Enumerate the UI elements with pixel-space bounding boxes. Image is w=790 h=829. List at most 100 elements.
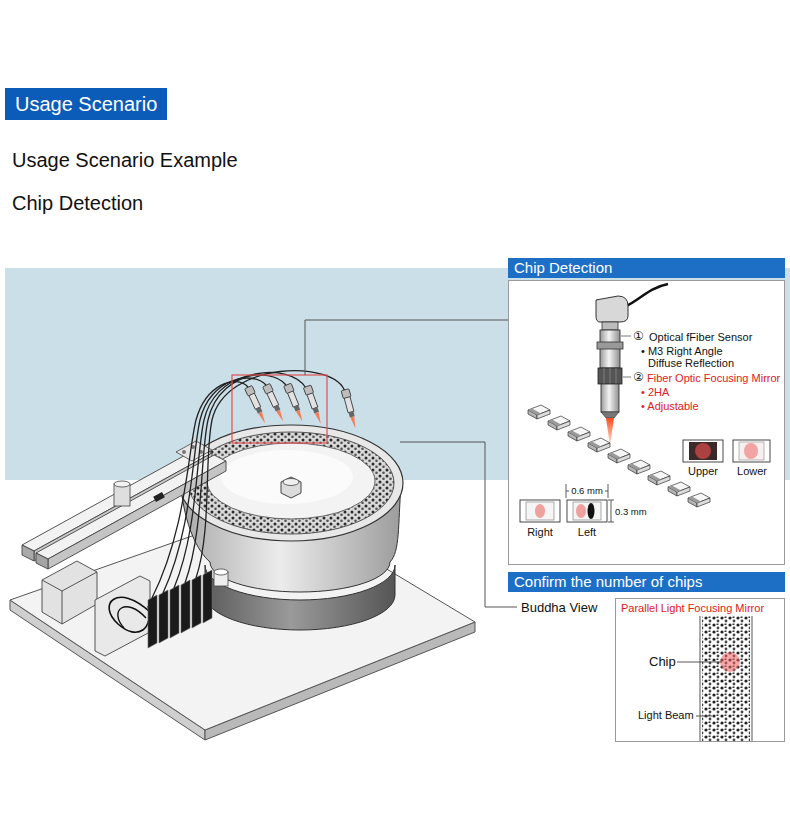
view-label: Right bbox=[510, 526, 570, 539]
callout-number: ① bbox=[633, 329, 644, 343]
spec-text: • 2HA bbox=[641, 386, 669, 399]
sensor-detail-part bbox=[616, 368, 617, 384]
panel-header: Confirm the number of chips bbox=[508, 572, 785, 592]
view-label: Lower bbox=[722, 465, 782, 478]
sensor-detail-part bbox=[623, 377, 631, 378]
fiber-sensor bbox=[245, 383, 360, 429]
panel-title: Chip Detection bbox=[508, 258, 785, 278]
fiber-sensor-part bbox=[341, 389, 359, 430]
chip-row-part bbox=[648, 471, 670, 485]
mirror-label: Parallel Light Focusing Mirror bbox=[621, 602, 764, 615]
highlight-frame bbox=[232, 375, 327, 443]
chip-view-part bbox=[576, 504, 586, 518]
parallel-beam-view-part bbox=[677, 662, 722, 663]
sensor-cable-part bbox=[174, 375, 286, 588]
dimension-line-part bbox=[608, 500, 614, 501]
chip-row-part bbox=[608, 449, 630, 463]
parallel-beam-view-part bbox=[702, 616, 750, 741]
part-label: Optical fFiber Sensor bbox=[649, 331, 752, 344]
chip-view-part bbox=[739, 442, 764, 460]
sensor-detail-part bbox=[601, 384, 619, 412]
panel-title: Confirm the number of chips bbox=[508, 572, 785, 592]
view-label: Left bbox=[557, 526, 617, 539]
section-title: Usage Scenario bbox=[15, 92, 157, 116]
bowl-feeder-part bbox=[207, 443, 375, 519]
part-label: Fiber Optic Focusing Mirror bbox=[647, 372, 780, 385]
linear-track-part bbox=[42, 561, 97, 624]
chip-view-part bbox=[535, 504, 545, 518]
sensor-detail-part bbox=[610, 368, 611, 384]
amplifier-unit-part bbox=[148, 595, 157, 648]
bowl-feeder-part bbox=[281, 477, 301, 498]
chip-view-part bbox=[744, 443, 758, 459]
dimension: 0.3 mm bbox=[615, 506, 647, 517]
chip-row-part bbox=[588, 438, 610, 452]
amplifier-unit-part bbox=[159, 590, 168, 643]
linear-track-part bbox=[42, 572, 97, 591]
section-header: Usage Scenario bbox=[5, 88, 167, 120]
leader-line-part bbox=[400, 442, 517, 607]
dimension-line-part bbox=[608, 522, 614, 523]
linear-track-part bbox=[62, 591, 63, 624]
linear-track-part bbox=[36, 553, 48, 569]
chip-view-part bbox=[520, 500, 560, 522]
bowl-feeder-part bbox=[221, 450, 353, 504]
bowl-feeder-part bbox=[179, 425, 403, 541]
sensor-detail-part bbox=[598, 368, 622, 384]
sensor-cable-part bbox=[163, 378, 266, 593]
fiber-sensor-part bbox=[303, 385, 324, 425]
detail-panel-part bbox=[615, 598, 785, 742]
highlight-frame-part bbox=[232, 375, 327, 443]
chip-row-part bbox=[528, 405, 550, 419]
part-label: Light Beam bbox=[637, 709, 695, 722]
chip-row-part bbox=[688, 493, 710, 507]
parallel-beam-view-part bbox=[700, 616, 701, 741]
detail-panel-part bbox=[509, 281, 785, 565]
sensor-detail-part bbox=[626, 284, 668, 306]
linear-track-part bbox=[22, 545, 34, 561]
chip-view-part bbox=[689, 442, 717, 460]
view-label: Buddha View bbox=[521, 600, 597, 616]
amplifier-unit-part bbox=[214, 569, 228, 575]
sensor-detail-part bbox=[604, 368, 605, 384]
amplifier-unit-part bbox=[170, 585, 179, 638]
sensor-cable-part bbox=[196, 371, 345, 578]
chip-view-part bbox=[588, 503, 595, 519]
fiber-sensor-part bbox=[284, 383, 306, 423]
dimension-line-part bbox=[611, 500, 612, 522]
chip-row-part bbox=[548, 416, 570, 430]
chip-view-part bbox=[695, 443, 711, 459]
sensor-cable bbox=[152, 371, 345, 598]
dimension-line-part bbox=[566, 491, 569, 492]
subtitle: Chip Detection bbox=[12, 191, 143, 215]
amplifier-unit-part bbox=[109, 597, 150, 632]
bowl-feeder-part bbox=[188, 432, 394, 534]
chip-view-part bbox=[573, 502, 601, 520]
chip-view bbox=[520, 440, 770, 522]
subtitle: Usage Scenario Example bbox=[12, 148, 238, 172]
callout-number: ② bbox=[633, 370, 644, 384]
part-label: Chip bbox=[648, 654, 677, 670]
amplifier-unit-part bbox=[95, 576, 150, 656]
chip-row-part bbox=[568, 427, 590, 441]
detail-panel bbox=[509, 281, 786, 743]
parallel-beam-view-part bbox=[752, 616, 753, 741]
linear-track-part bbox=[153, 492, 165, 502]
amplifier-unit-part bbox=[118, 607, 146, 628]
chip-view-part bbox=[567, 500, 607, 522]
spec-text: • Adjustable bbox=[641, 400, 699, 413]
chip-row-part bbox=[668, 482, 690, 496]
dimension-line bbox=[566, 484, 614, 522]
bowl-feeder-part bbox=[283, 479, 299, 486]
fiber-sensor-part bbox=[263, 383, 287, 423]
dimension-line-part bbox=[605, 491, 608, 492]
amplifier-unit bbox=[95, 569, 228, 656]
sensor-detail-part bbox=[621, 336, 631, 337]
linear-track-part bbox=[182, 450, 186, 454]
chip-view-part bbox=[733, 440, 770, 462]
chip-view-part bbox=[526, 502, 554, 520]
spec-text: • M3 Right Angle Diffuse Reflection bbox=[641, 345, 749, 369]
leader-line bbox=[305, 320, 517, 607]
